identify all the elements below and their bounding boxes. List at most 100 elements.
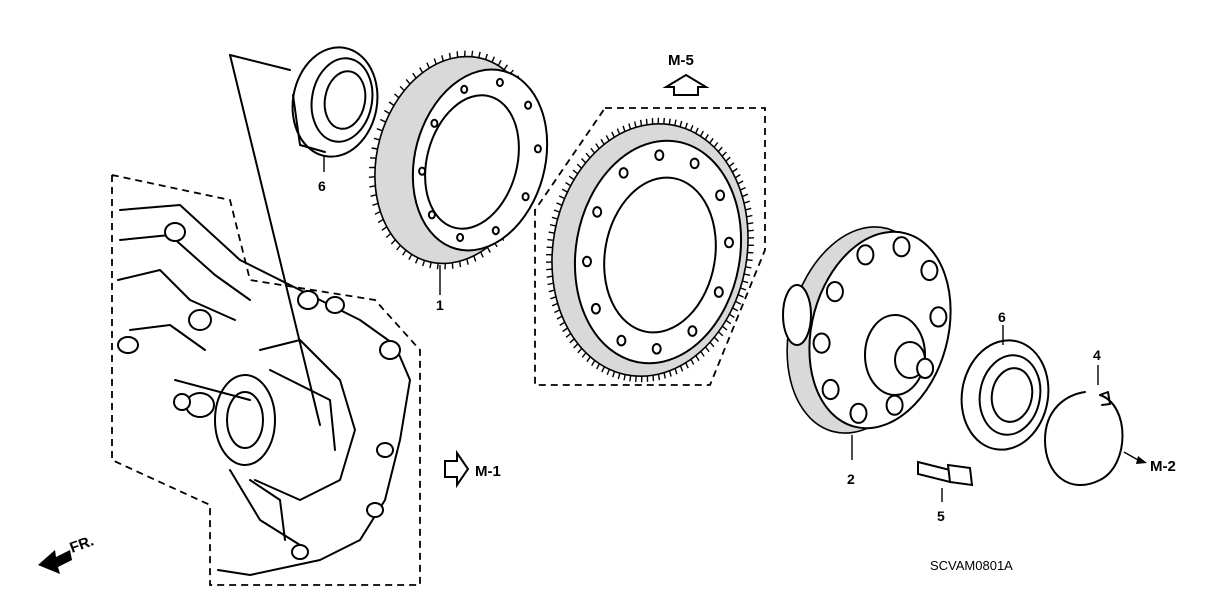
gear-tooth (745, 207, 752, 211)
bolt-hole (616, 334, 627, 347)
gear-tooth (441, 55, 444, 62)
gear-tooth (634, 121, 637, 128)
snap-ring (1044, 365, 1124, 486)
gear-tooth (388, 101, 395, 107)
gear-tooth (743, 273, 751, 276)
gear-tooth (381, 226, 388, 231)
bolt-hole (713, 286, 724, 298)
gear-tooth (377, 218, 384, 224)
gear-tooth (746, 214, 753, 218)
gear-tooth (725, 156, 731, 162)
gear-tooth (572, 169, 579, 175)
gear-tooth (405, 78, 411, 85)
gear-tooth (684, 122, 688, 129)
gear-tooth (372, 202, 379, 207)
gear-tooth (717, 146, 723, 153)
gear-tooth (652, 375, 655, 382)
gear-tooth (713, 142, 719, 148)
gear-tooth (709, 341, 715, 348)
callout-bolt: 5 (937, 508, 945, 524)
gear-tooth (700, 351, 705, 357)
callout-snap-ring: 4 (1093, 347, 1101, 363)
gear-tooth (629, 375, 632, 382)
gear-tooth (704, 346, 710, 353)
gear-tooth (491, 56, 496, 63)
gear-tooth (717, 331, 724, 337)
gear-tooth (551, 302, 558, 307)
gear-tooth (373, 137, 380, 141)
gear-tooth (616, 128, 621, 135)
bolt-hole (920, 259, 939, 282)
gear-tooth (402, 249, 407, 256)
gear-tooth (471, 50, 474, 57)
gear-tooth (585, 152, 591, 159)
gear-tooth (553, 209, 560, 213)
gear-tooth (685, 362, 689, 369)
gear-tooth (390, 239, 396, 245)
gear-tooth (384, 109, 390, 115)
gear-tooth (376, 128, 383, 132)
gear-tooth (503, 64, 508, 71)
bolt (917, 460, 974, 502)
bolt-hole (533, 144, 542, 154)
gear-tooth (414, 257, 419, 264)
bearing-upper (291, 46, 379, 172)
gear-tooth (556, 315, 563, 320)
gear-tooth (556, 202, 563, 206)
gear-tooth (694, 127, 699, 134)
gear-tooth (573, 343, 579, 349)
gear-tooth (600, 138, 605, 145)
gear-tooth (746, 259, 753, 262)
gear-tooth (478, 51, 481, 58)
bolt-hole (491, 226, 500, 236)
gear-tooth (399, 85, 405, 92)
bolt-hole (689, 157, 700, 170)
gear-tooth (473, 255, 477, 262)
gear-tooth (713, 336, 720, 342)
bolt-hole (418, 166, 427, 176)
gear-tooth (554, 309, 561, 314)
gear-tooth (704, 134, 709, 140)
bolt-hole (856, 244, 875, 266)
gear-tooth (497, 59, 502, 66)
gear-tooth (586, 356, 591, 363)
gear-tooth (689, 124, 694, 132)
gear-tooth (422, 260, 426, 267)
bolt-hole (430, 118, 439, 128)
gear-tooth (448, 52, 452, 59)
gear-tooth (568, 175, 575, 181)
gear-tooth (742, 280, 749, 284)
ref-arrow-m5: M-5 (662, 52, 710, 96)
gear-tooth (728, 162, 735, 168)
gear-tooth (580, 158, 587, 164)
gear-tooth (396, 244, 401, 251)
gear-tooth (549, 224, 557, 227)
gear-tooth (740, 287, 747, 291)
gear-tooth (695, 355, 700, 362)
gear-tooth (581, 352, 587, 358)
gear-tooth (369, 185, 376, 188)
bolt-hole (592, 206, 603, 218)
bolt-hole (916, 357, 935, 379)
gear-tooth (565, 332, 572, 338)
transmission-housing (111, 54, 421, 586)
gear-tooth (419, 67, 424, 74)
diagram-code: SCVAM0801A (930, 558, 1013, 573)
bolt-hole (825, 281, 844, 303)
gear-tooth (561, 188, 568, 193)
bolt-hole (687, 325, 698, 337)
gear-tooth (466, 258, 469, 265)
gear-tooth (735, 300, 742, 305)
gear-tooth (743, 200, 750, 204)
gear-tooth (458, 261, 462, 268)
bolt-hole (849, 402, 868, 424)
callout-ring-gear: 1 (436, 297, 444, 313)
gear-tooth (551, 216, 558, 220)
gear-tooth (576, 163, 583, 169)
gear-tooth (412, 72, 417, 79)
gear-tooth (622, 125, 626, 132)
ref-arrow-m1: M-1 (444, 449, 501, 489)
bolt-hole (651, 343, 662, 355)
gear-tooth (605, 135, 610, 142)
gear-tooth (645, 118, 648, 125)
